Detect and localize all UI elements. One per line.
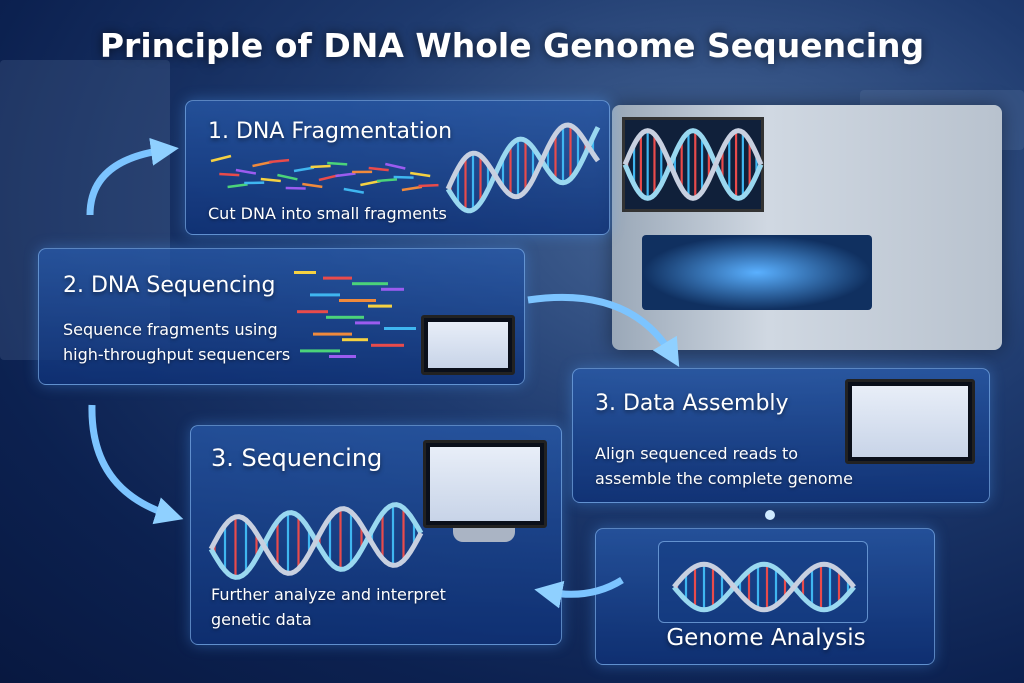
read-bar xyxy=(323,276,352,280)
read-bar xyxy=(381,287,404,291)
read-bar xyxy=(368,304,392,308)
fragment xyxy=(418,183,439,188)
arrow-icon xyxy=(88,404,184,525)
machine-screen xyxy=(622,117,764,212)
read-bar xyxy=(339,299,376,302)
monitor-stand xyxy=(453,528,515,542)
fragment xyxy=(393,175,414,179)
step-genome-analysis: Genome Analysis xyxy=(595,528,935,665)
fragment xyxy=(335,172,356,178)
read-bar xyxy=(294,271,316,274)
page-title: Principle of DNA Whole Genome Sequencing xyxy=(99,26,925,65)
read-bar xyxy=(310,293,340,297)
helix-group xyxy=(672,561,856,613)
helix-strand xyxy=(622,128,764,201)
machine-flowcell-slot xyxy=(642,235,872,310)
fragment xyxy=(219,172,240,177)
dna-helix-icon xyxy=(672,561,856,613)
fragment xyxy=(285,186,306,190)
helix-strand xyxy=(208,506,424,576)
read-bar xyxy=(352,282,388,286)
fragment xyxy=(302,182,323,189)
step-description-line2: genetic data xyxy=(211,610,312,629)
dna-helix-icon xyxy=(208,502,424,580)
dna-fragments-graphic xyxy=(210,154,439,194)
read-bar xyxy=(371,343,404,347)
read-bar xyxy=(384,327,416,330)
helix-strand xyxy=(672,561,856,613)
step-description-line1: Sequence fragments using xyxy=(63,320,278,339)
fragment xyxy=(327,161,348,166)
monitor-icon xyxy=(845,379,975,464)
step-description-line1: Further analyze and interpret xyxy=(211,585,446,604)
fragment xyxy=(260,177,281,183)
monitor-icon xyxy=(421,315,515,375)
helix-group xyxy=(208,502,424,580)
read-bar xyxy=(297,310,328,314)
sequencer-machine xyxy=(612,105,1002,350)
read-bar xyxy=(326,315,364,319)
fragment xyxy=(401,185,423,192)
helix-strand xyxy=(445,122,601,200)
helix-group xyxy=(622,128,764,201)
step-data-assembly: 3. Data Assembly Align sequenced reads t… xyxy=(572,368,990,503)
step-heading: 1. DNA Fragmentation xyxy=(208,119,453,144)
fragment xyxy=(210,154,232,163)
fragment xyxy=(277,173,298,181)
helix-strand xyxy=(445,126,601,214)
helix-group xyxy=(445,122,601,214)
fragment xyxy=(310,164,331,169)
read-bar xyxy=(355,321,380,325)
fragment xyxy=(368,166,389,172)
fragment xyxy=(385,162,406,170)
step-description-line1: Align sequenced reads to xyxy=(595,444,799,463)
glow-dot xyxy=(765,510,775,520)
step-description: Cut DNA into small fragments xyxy=(208,204,447,223)
fragment xyxy=(376,178,398,183)
sequence-reads-graphic xyxy=(294,271,416,358)
monitor-icon xyxy=(423,440,547,528)
step-dna-fragmentation: 1. DNA Fragmentation Cut DNA into small … xyxy=(185,100,610,235)
step-description-line2: assemble the complete genome xyxy=(595,469,853,488)
read-bar xyxy=(300,349,340,353)
helix-strand xyxy=(672,561,856,613)
fragment xyxy=(227,183,248,189)
step-heading: 3. Data Assembly xyxy=(595,391,789,416)
step-dna-sequencing: 2. DNA Sequencing Sequence fragments usi… xyxy=(38,248,525,385)
helix-strand xyxy=(622,128,764,201)
step-sequencing: 3. Sequencing Further analyze and interp… xyxy=(190,425,562,645)
fragment xyxy=(410,171,431,178)
read-bar xyxy=(342,338,368,342)
step-heading: 3. Sequencing xyxy=(211,444,383,472)
fragment xyxy=(235,168,257,175)
step-heading: Genome Analysis xyxy=(666,625,866,651)
step-description-line2: high-throughput sequencers xyxy=(63,345,291,364)
fragment xyxy=(268,158,290,164)
dna-helix-icon xyxy=(445,122,601,214)
step-heading: 2. DNA Sequencing xyxy=(63,273,276,298)
read-bar xyxy=(329,355,356,358)
read-bar xyxy=(313,332,352,336)
fragment xyxy=(343,187,365,194)
